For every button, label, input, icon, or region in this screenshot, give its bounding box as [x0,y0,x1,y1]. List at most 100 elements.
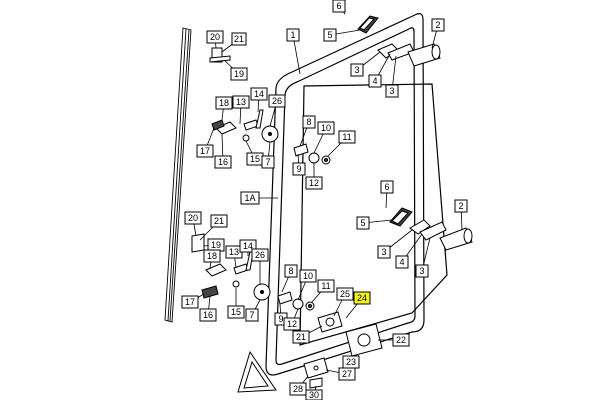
callout-c-4a[interactable]: 4 [368,74,382,88]
callout-number: 7 [265,157,270,167]
callout-c-8a[interactable]: 8 [302,115,316,129]
callout-box [302,115,316,129]
glass-fittings-lower [277,291,383,389]
callout-c-11a[interactable]: 11 [338,130,356,144]
callout-c-3d[interactable]: 3 [415,264,429,278]
callout-box [199,308,217,322]
callout-c-4b[interactable]: 4 [395,255,409,269]
callout-c-15a[interactable]: 15 [246,152,264,166]
callout-c-30[interactable]: 30 [305,389,323,400]
callout-box [338,367,356,381]
callout-c-5a[interactable]: 5 [323,28,337,42]
callout-c-27[interactable]: 27 [338,367,356,381]
callout-box [289,382,307,396]
callout-box [215,96,233,110]
callout-c-13a[interactable]: 13 [232,95,250,109]
callout-box [305,389,323,400]
warning-triangle [237,350,277,393]
callout-c-24[interactable]: 24 [353,291,371,305]
callout-c-23[interactable]: 23 [342,355,360,369]
callout-c-10a[interactable]: 10 [317,121,335,135]
callout-number: 1A [244,193,255,203]
callout-number: 24 [357,293,367,303]
callout-number: 21 [296,332,306,342]
callout-c-26a[interactable]: 26 [268,94,286,108]
callout-c-12b[interactable]: 12 [283,317,301,331]
callout-number: 12 [309,178,319,188]
callout-c-2a[interactable]: 2 [431,18,445,32]
callout-number: 1 [290,30,295,40]
callout-c-28[interactable]: 28 [289,382,307,396]
callout-c-11b[interactable]: 11 [317,279,335,293]
callout-c-19a[interactable]: 19 [230,67,248,81]
callout-number: 20 [188,213,198,223]
callout-c-3b[interactable]: 3 [385,84,399,98]
callout-box [284,264,298,278]
callout-number: 3 [354,65,359,75]
callout-box [230,67,248,81]
callout-number: 4 [372,76,377,86]
callout-c-25[interactable]: 25 [336,287,354,301]
callout-c-19b[interactable]: 19 [207,238,225,252]
callout-box [227,305,245,319]
callout-box [350,63,364,77]
callout-number: 21 [234,34,244,44]
callout-box [454,199,468,213]
callout-c-15b[interactable]: 15 [227,305,245,319]
callout-c-3a[interactable]: 3 [350,63,364,77]
callout-box [184,211,202,225]
callout-box [353,291,371,305]
callout-box [431,18,445,32]
callout-c-8b[interactable]: 8 [284,264,298,278]
callout-c-21c[interactable]: 21 [292,330,310,344]
callout-c-17b[interactable]: 17 [181,295,199,309]
handle-assembly-upper [209,47,279,143]
callout-c-7a[interactable]: 7 [261,155,275,169]
callout-c-21a[interactable]: 21 [231,32,247,46]
callout-c-9a[interactable]: 9 [292,162,306,176]
callout-c-26b[interactable]: 26 [251,248,269,262]
callout-number: 18 [219,98,229,108]
callout-c-6a[interactable]: 6 [332,0,346,13]
callout-c-18a[interactable]: 18 [215,96,233,110]
callout-c-7b[interactable]: 7 [245,308,259,322]
callout-c-18b[interactable]: 18 [203,249,221,263]
callout-number: 27 [342,369,352,379]
callout-c-3c[interactable]: 3 [377,245,391,259]
callout-number: 17 [185,297,195,307]
callout-c-22[interactable]: 22 [392,333,410,347]
callout-number: 14 [254,89,264,99]
callout-number: 30 [309,390,319,400]
callout-box [380,180,394,194]
callout-number: 28 [293,384,303,394]
callout-c-20a[interactable]: 20 [206,30,224,44]
callout-c-1A[interactable]: 1A [240,191,260,205]
callout-c-20b[interactable]: 20 [184,211,202,225]
callout-number: 19 [234,69,244,79]
callout-c-16b[interactable]: 16 [199,308,217,322]
callout-c-5b[interactable]: 5 [356,216,370,230]
callout-number: 23 [346,357,356,367]
callout-box [299,269,317,283]
callout-c-17a[interactable]: 17 [196,144,214,158]
callout-c-12a[interactable]: 12 [305,176,323,190]
callout-c-14a[interactable]: 14 [250,87,268,101]
callout-box [323,28,337,42]
callout-box [356,216,370,230]
callout-number: 9 [278,314,283,324]
callout-c-6b[interactable]: 6 [380,180,394,194]
callout-number: 20 [210,32,220,42]
callout-c-2b[interactable]: 2 [454,199,468,213]
callout-number: 21 [214,216,224,226]
callout-number: 12 [287,319,297,329]
callout-number: 8 [288,266,293,276]
callout-number: 11 [342,132,351,142]
callout-box [332,0,346,13]
callout-c-21b[interactable]: 21 [210,214,228,228]
callout-c-16a[interactable]: 16 [214,155,232,169]
callout-c-10b[interactable]: 10 [299,269,317,283]
callout-c-1[interactable]: 1 [286,28,300,42]
callout-number: 11 [321,281,330,291]
latch-plate-lower [389,207,413,227]
